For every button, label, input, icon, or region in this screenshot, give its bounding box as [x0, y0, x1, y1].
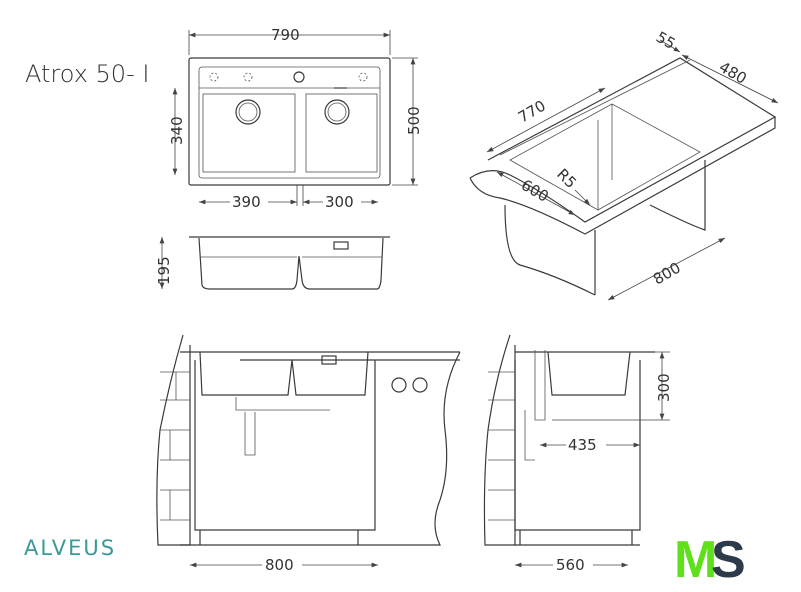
- dim-radius: R5: [553, 165, 580, 192]
- isometric-view: 770 55 480 R5 600 800: [469, 28, 779, 301]
- dim-iso-cabinet: 800: [650, 259, 684, 289]
- svg-text:S: S: [711, 531, 746, 589]
- alveus-logo: ALVEUS: [24, 536, 116, 560]
- dim-bowl-depth: 340: [168, 116, 186, 145]
- dim-bowl-right: 300: [325, 193, 354, 211]
- dim-front: 600: [518, 176, 552, 206]
- front-install-view: 800: [156, 334, 461, 574]
- dim-front-cabinet: 800: [265, 556, 294, 574]
- dim-bowl-left: 390: [232, 193, 261, 211]
- ms-logo: M S: [674, 531, 746, 589]
- dim-depth: 500: [405, 106, 423, 135]
- top-view: 790 500 340 390 300: [168, 26, 423, 211]
- dim-width: 790: [271, 26, 300, 44]
- dim-side-cabinet: 560: [556, 556, 585, 574]
- svg-text:M: M: [674, 531, 717, 589]
- side-install-view: 300 435 560: [483, 334, 673, 574]
- dim-height: 195: [155, 256, 173, 285]
- dim-side-height: 300: [655, 373, 673, 402]
- product-title: Atrox 50- I: [25, 60, 149, 88]
- dim-offset: 435: [568, 436, 597, 454]
- side-view: 195: [155, 236, 390, 290]
- dim-length: 770: [515, 97, 549, 127]
